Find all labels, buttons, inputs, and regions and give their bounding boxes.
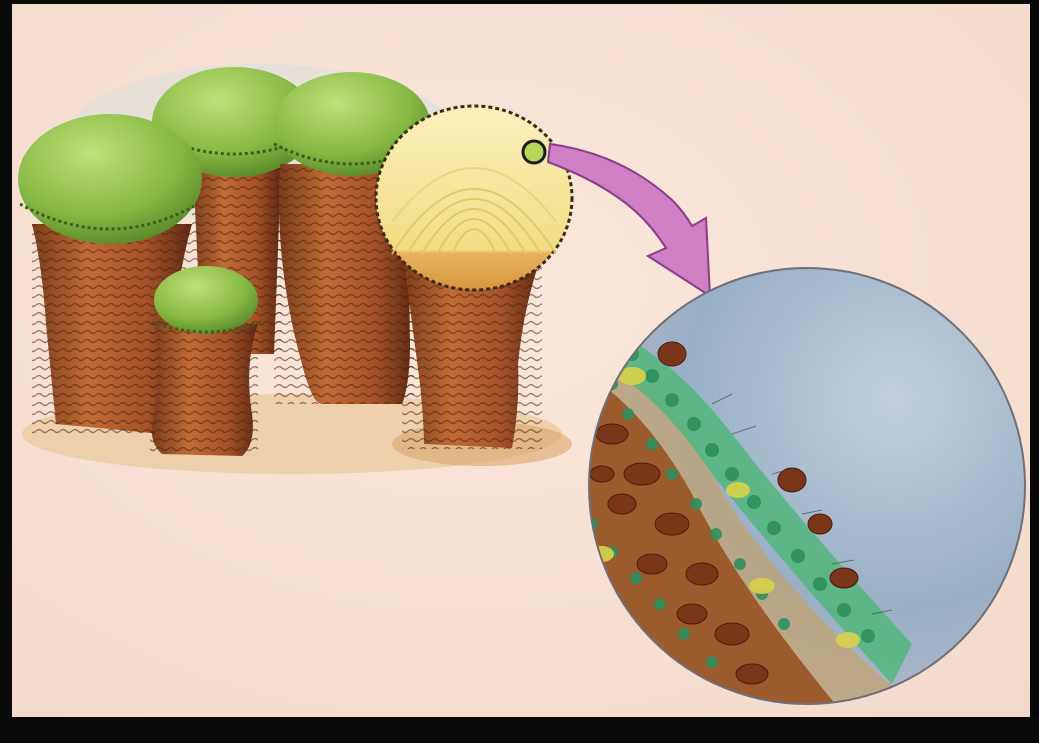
bottom-border	[0, 717, 1039, 743]
right-border	[1029, 0, 1039, 743]
column-small	[150, 266, 260, 456]
stromatolite-illustration	[12, 4, 1030, 717]
